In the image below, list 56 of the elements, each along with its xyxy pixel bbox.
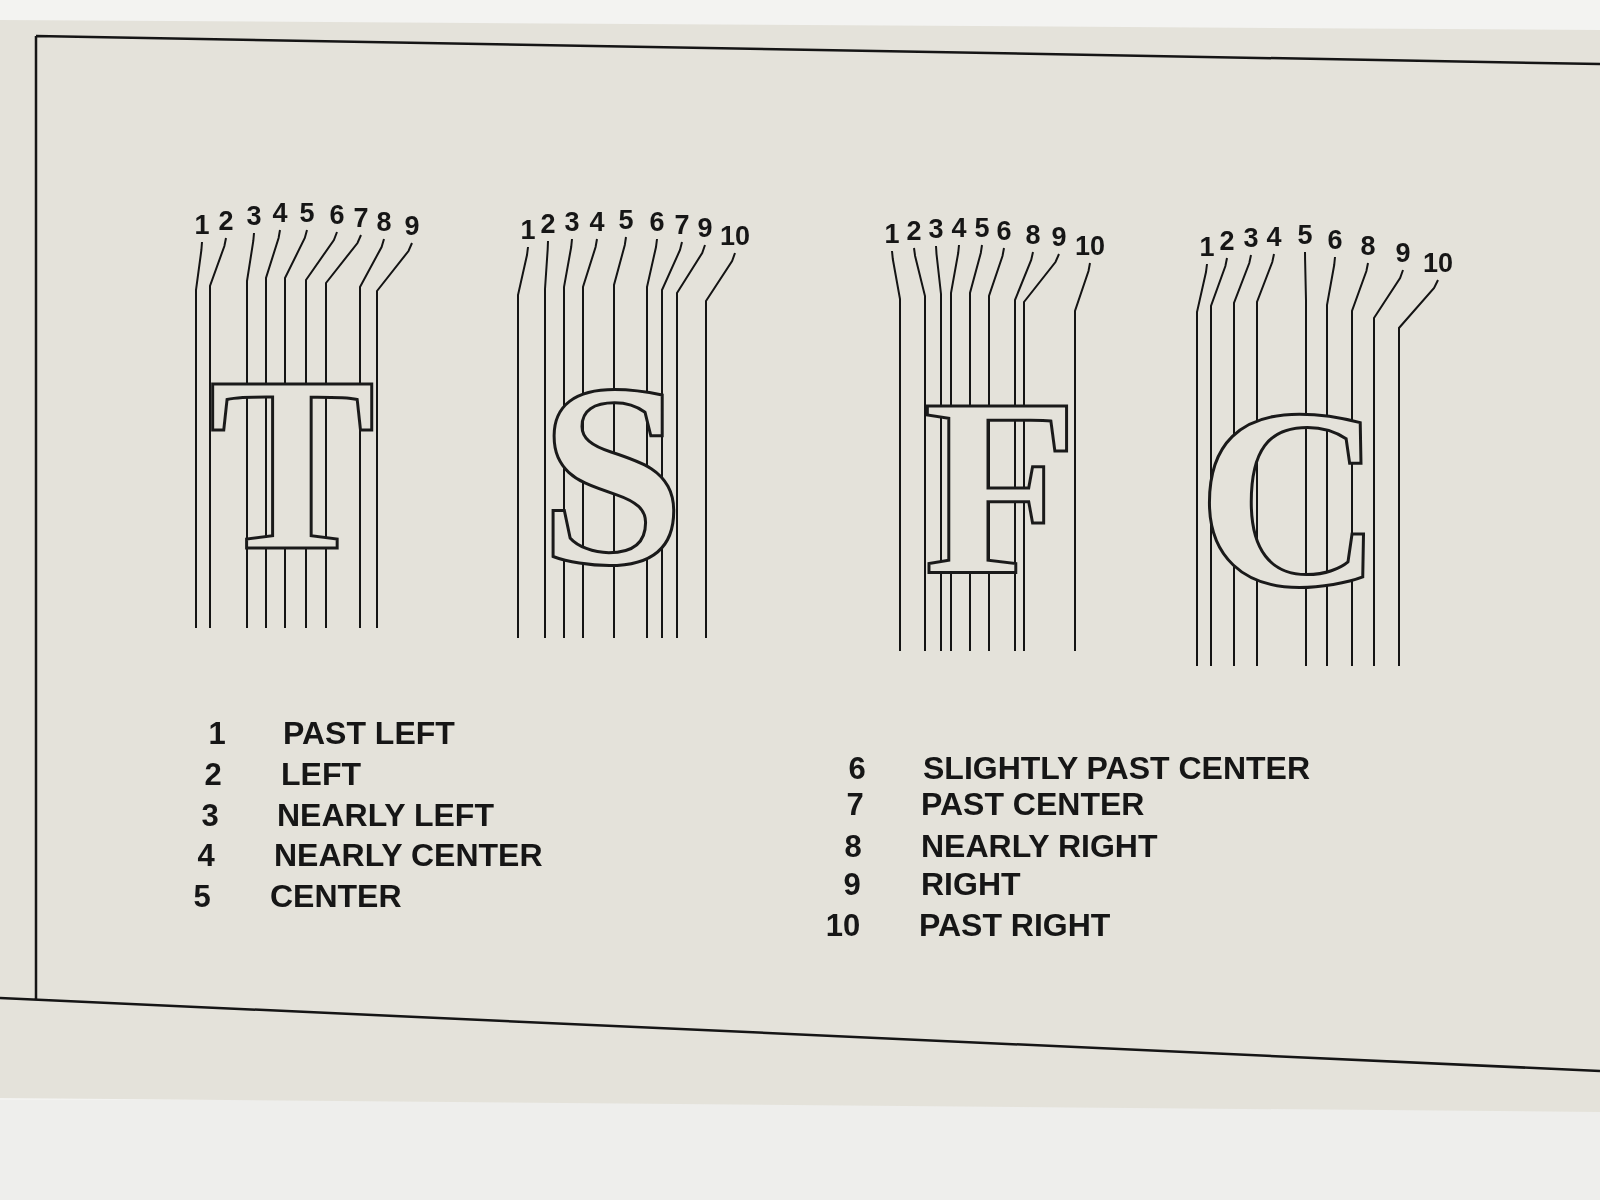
position-number: 2 [540, 210, 556, 238]
position-description: CENTER [270, 880, 402, 912]
position-number: 7 [674, 211, 690, 239]
position-number: 8 [376, 208, 392, 236]
position-number: 5 [618, 206, 634, 234]
position-number: 2 [1219, 227, 1235, 255]
position-number: 3 [928, 215, 944, 243]
position-number: 10 [1075, 232, 1105, 260]
position-number: 6 [329, 201, 345, 229]
position-number: 9 [404, 212, 420, 240]
position-description: PAST LEFT [283, 717, 455, 749]
key-number: 4 [197, 839, 215, 871]
position-number: 4 [1266, 223, 1282, 251]
position-number: 3 [1243, 224, 1259, 252]
key-number: 1 [208, 717, 226, 749]
key-number: 10 [825, 909, 861, 941]
key-number: 5 [193, 880, 211, 912]
position-number: 9 [1395, 239, 1411, 267]
position-number: 9 [1051, 223, 1067, 251]
position-description: SLIGHTLY PAST CENTER [923, 752, 1310, 784]
position-number: 5 [299, 199, 315, 227]
position-number: 5 [974, 214, 990, 242]
position-number: 2 [218, 207, 234, 235]
position-number: 3 [564, 208, 580, 236]
position-description: LEFT [281, 758, 361, 790]
position-description: NEARLY CENTER [274, 839, 543, 871]
position-description: RIGHT [921, 868, 1021, 900]
position-description: NEARLY LEFT [277, 799, 494, 831]
position-description: NEARLY RIGHT [921, 830, 1158, 862]
key-number: 6 [848, 752, 866, 784]
position-number: 10 [720, 222, 750, 250]
position-number: 5 [1297, 221, 1313, 249]
key-number: 2 [204, 758, 222, 790]
position-number: 4 [951, 214, 967, 242]
position-description: PAST CENTER [921, 788, 1145, 820]
key-number: 9 [843, 868, 861, 900]
position-number: 6 [1327, 226, 1343, 254]
position-number: 10 [1423, 249, 1453, 277]
position-number: 6 [996, 217, 1012, 245]
key-number: 8 [844, 830, 862, 862]
position-number: 4 [272, 199, 288, 227]
position-number: 9 [697, 214, 713, 242]
position-number: 2 [906, 217, 922, 245]
position-number: 1 [194, 211, 210, 239]
position-number: 8 [1025, 221, 1041, 249]
key-number: 3 [201, 799, 219, 831]
position-number: 4 [589, 208, 605, 236]
key-number: 7 [846, 788, 864, 820]
position-number: 7 [353, 204, 369, 232]
position-number: 8 [1360, 232, 1376, 260]
position-number: 1 [520, 216, 536, 244]
position-number: 1 [1199, 233, 1215, 261]
position-number: 3 [246, 202, 262, 230]
position-description: PAST RIGHT [919, 909, 1111, 941]
position-number: 1 [884, 220, 900, 248]
position-number: 6 [649, 208, 665, 236]
